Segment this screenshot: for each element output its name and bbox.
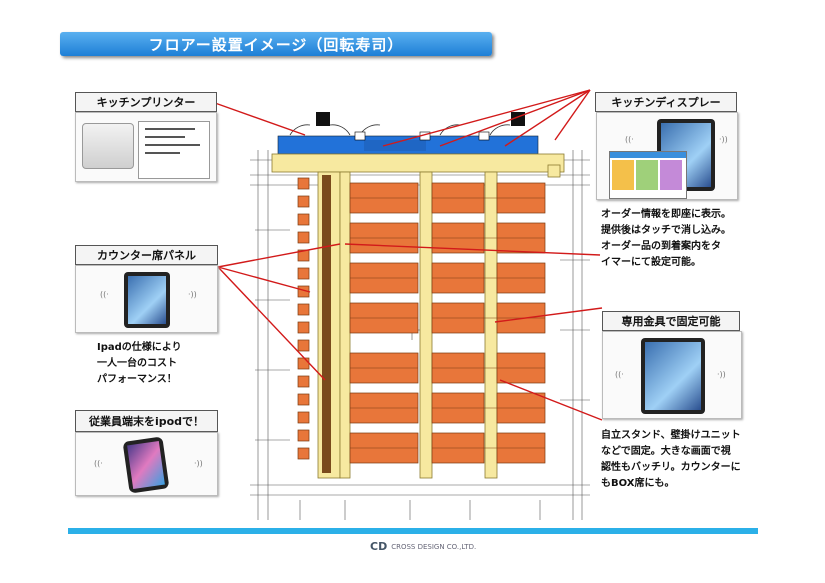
kitchen-printer-label: キッチンプリンター [75,92,217,112]
counter-panel-label: カウンター席パネル [75,245,218,265]
box-seats [349,182,546,464]
staff-terminal-photo: ((· ·)) [75,432,218,496]
ipad-cost-note: Ipadの仕様により 一人一台のコスト パフォーマンス！ [97,342,182,385]
printer-icon [82,123,134,169]
stand-note: 自立スタンド、壁掛けユニット などで固定。大きな画面で視 認性もバッチリ。カウン… [601,430,741,489]
pointer-lines [214,89,603,421]
receipt-icon [138,121,210,179]
staff-terminal-label: 従業員端末をipodで！ [75,410,218,432]
conveyor-belt [322,175,331,473]
footer-logo: CD CROSS DESIGN CO.,LTD. [370,540,477,553]
kitchen-display-photo: ((· ·)) [596,112,738,200]
company-logo-icon: CD [370,540,388,553]
mount-photo: ((· ·)) [602,331,742,419]
mount-label: 専用金具で固定可能 [602,311,740,331]
display-note: オーダー情報を即座に表示。 提供後はタッチで消し込み。 オーダー品の到着案内をタ… [601,209,731,268]
single-seats [297,177,310,460]
ipod-icon [122,436,170,494]
door-arcs [289,124,511,136]
order-screen-icon [609,151,687,199]
page-title: フロアー設置イメージ（回転寿司） [60,32,492,56]
kitchen-printer-photo [75,112,217,182]
counter-panel-photo: ((· ·)) [75,265,218,333]
kitchen-display-label: キッチンディスプレー [595,92,737,112]
footer-line [68,528,758,534]
ipad-icon [124,272,170,328]
ipad-icon [641,338,705,414]
